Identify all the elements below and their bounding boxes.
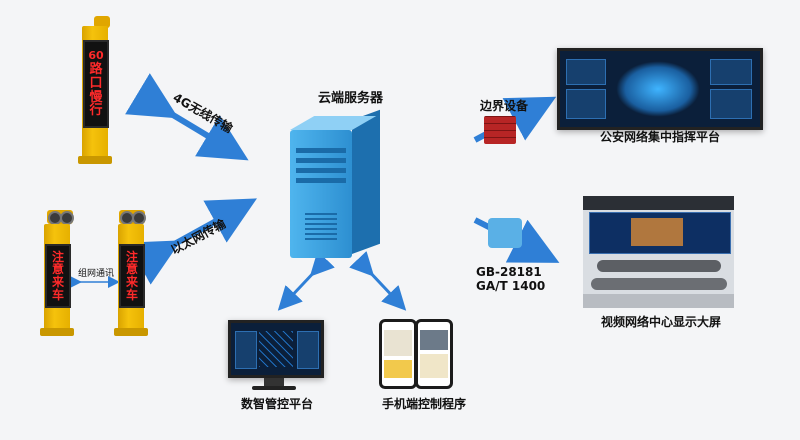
wireless-link-arrow — [125, 73, 249, 161]
video-wall-image — [583, 196, 734, 308]
led-sign-right: 注 意 来 车 — [119, 244, 145, 308]
firewall-label: 边界设备 — [480, 99, 529, 113]
digital-platform-link-arrow — [277, 251, 335, 311]
mesh-link-label: 组网通讯 — [78, 269, 115, 279]
protocol-label-gat1400: GA/T 1400 — [476, 279, 546, 293]
speed-limit-value: 60 — [88, 48, 104, 62]
led-sign-left: 注 意 来 车 — [45, 244, 71, 308]
protocol-label-gb28181: GB-28181 — [476, 265, 542, 279]
mobile-link-arrow — [349, 251, 407, 311]
police-platform-label: 公安网络集中指挥平台 — [600, 130, 721, 144]
digital-platform-monitor — [228, 320, 324, 378]
protocol-icon — [488, 218, 522, 248]
ethernet-link-arrow — [127, 198, 258, 285]
server-title: 云端服务器 — [318, 91, 384, 106]
digital-platform-label: 数智管控平台 — [241, 397, 314, 411]
police-platform-screen — [557, 48, 763, 130]
video-wall-label: 视频网络中心显示大屏 — [601, 315, 722, 329]
firewall-icon — [484, 116, 516, 144]
mobile-app-label: 手机端控制程序 — [382, 397, 467, 411]
led-sign-top: 60 路 口 慢 行 — [83, 40, 109, 128]
